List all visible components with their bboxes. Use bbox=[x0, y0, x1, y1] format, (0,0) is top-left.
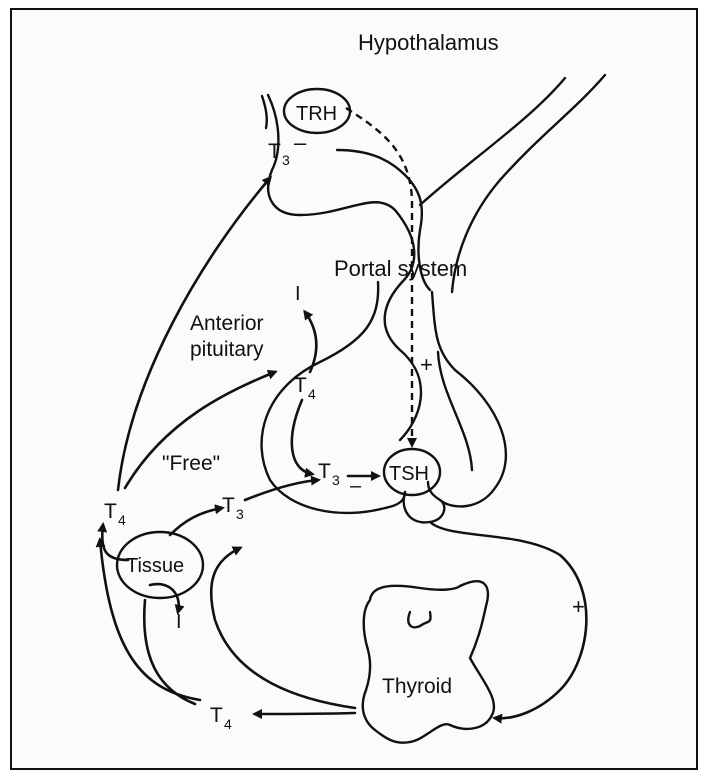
free-label: "Free" bbox=[162, 452, 220, 475]
tissue-to-t3-arrow bbox=[170, 508, 222, 535]
thyroid-gland bbox=[363, 581, 494, 742]
t4-pituitary-label: T 4 bbox=[294, 374, 316, 402]
hypothalamus-far-right-outline bbox=[452, 75, 605, 292]
tsh-stimulation-plus: + bbox=[572, 594, 585, 619]
t4-thyroid-output-label: T 4 bbox=[210, 704, 232, 732]
portal-system-label: Portal system bbox=[334, 256, 467, 281]
pituitary-label: pituitary bbox=[190, 338, 264, 361]
svg-text:T: T bbox=[318, 460, 331, 483]
tsh-label: TSH bbox=[389, 463, 429, 485]
svg-text:T: T bbox=[210, 704, 223, 727]
svg-text:T: T bbox=[222, 494, 235, 517]
t4-bottom-to-tissue-arrow bbox=[144, 600, 195, 704]
svg-text:4: 4 bbox=[118, 512, 126, 528]
thyroid-to-t3-arrow bbox=[211, 548, 355, 708]
tsh-inhibition-minus: – bbox=[350, 475, 362, 497]
stalk-to-thyroid bbox=[430, 522, 560, 555]
svg-text:T: T bbox=[268, 140, 281, 163]
tissue-to-t4-arrow bbox=[102, 525, 128, 560]
iodide-pituitary-label: I bbox=[295, 283, 301, 305]
thyroid-isthmus bbox=[408, 612, 430, 627]
svg-text:3: 3 bbox=[332, 472, 340, 488]
pituitary-t4-to-t3-arrow bbox=[292, 400, 312, 474]
svg-text:4: 4 bbox=[224, 716, 232, 732]
t4-circulating-label: T 4 bbox=[104, 500, 126, 528]
svg-text:4: 4 bbox=[308, 386, 316, 402]
svg-text:3: 3 bbox=[282, 152, 290, 168]
iodide-tissue-label: I bbox=[176, 611, 182, 633]
t3-hypothalamus-label: T 3 bbox=[268, 140, 290, 168]
hypothalamus-label: Hypothalamus bbox=[358, 30, 499, 55]
svg-text:T: T bbox=[294, 374, 307, 397]
free-t3-label: T 3 bbox=[222, 494, 244, 522]
anterior-label: Anterior bbox=[190, 312, 264, 335]
trh-stimulation-plus: + bbox=[420, 352, 433, 377]
pituitary-stalk-bottom bbox=[404, 492, 445, 522]
trh-inhibition-minus: – bbox=[294, 130, 307, 155]
hypothalamus-right-outline bbox=[420, 78, 565, 205]
t3-pituitary-label: T 3 bbox=[318, 460, 340, 488]
svg-text:T: T bbox=[104, 500, 117, 523]
thyroid-to-t4-arrow bbox=[255, 713, 355, 714]
thyroid-label: Thyroid bbox=[382, 675, 452, 698]
svg-text:3: 3 bbox=[236, 506, 244, 522]
trh-label: TRH bbox=[296, 103, 337, 125]
pituitary-to-iodide-arrow bbox=[305, 312, 316, 372]
tissue-label: Tissue bbox=[126, 555, 184, 577]
tsh-to-thyroid-arrow bbox=[495, 555, 586, 718]
free-t3-to-pituitary-arrow bbox=[245, 480, 318, 500]
hypothalamus-upper-left bbox=[262, 96, 267, 128]
